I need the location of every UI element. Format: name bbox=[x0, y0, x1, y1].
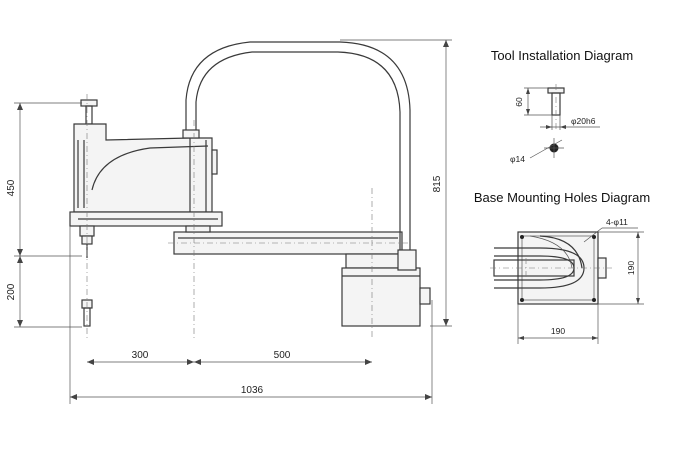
tool-dim-d20h6: φ20h6 bbox=[571, 116, 596, 126]
flange-top bbox=[80, 99, 98, 107]
cable-connector bbox=[182, 129, 200, 139]
cable-inner bbox=[195, 51, 401, 250]
dim-500: 500 bbox=[274, 350, 291, 361]
dimension-lines bbox=[14, 39, 452, 404]
end-housing bbox=[341, 267, 421, 327]
tool-side-view bbox=[524, 84, 600, 132]
tool-top-view bbox=[529, 138, 564, 159]
base-mounting-view bbox=[490, 227, 644, 344]
base-dim-190-horizontal: 190 bbox=[551, 326, 565, 336]
tool-diagram-title: Tool Installation Diagram bbox=[491, 48, 633, 63]
arm-joint bbox=[185, 225, 211, 233]
robot-side-view bbox=[69, 41, 431, 340]
dim-815: 815 bbox=[432, 175, 443, 192]
dim-200: 200 bbox=[6, 283, 17, 300]
base-dim-190-vertical: 190 bbox=[626, 261, 636, 275]
dim-300: 300 bbox=[132, 350, 149, 361]
base-diagram-title: Base Mounting Holes Diagram bbox=[474, 190, 650, 205]
end-connector bbox=[419, 287, 431, 305]
base-holes-label: 4-φ11 bbox=[606, 217, 628, 227]
cable-outer bbox=[185, 41, 411, 250]
dim-450: 450 bbox=[6, 179, 17, 196]
dim-1036: 1036 bbox=[241, 385, 264, 396]
cable-socket bbox=[397, 249, 417, 271]
tool-dim-d14: φ14 bbox=[510, 154, 525, 164]
tool-dim-60: 60 bbox=[514, 97, 524, 107]
side-plate bbox=[211, 149, 218, 175]
